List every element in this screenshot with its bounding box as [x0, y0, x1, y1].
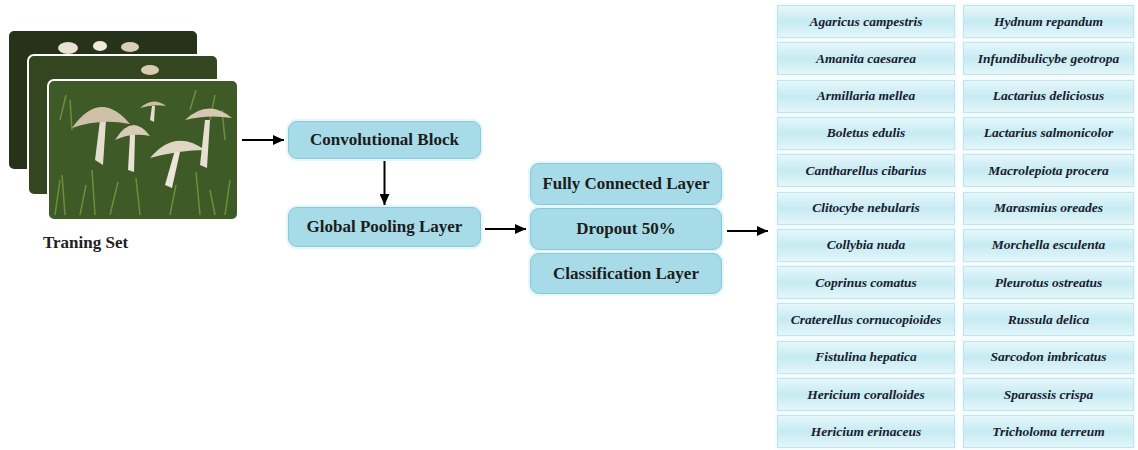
box-label: Armillaria mellea [817, 88, 916, 104]
box-label: Clitocybe nebularis [812, 200, 920, 216]
class-label-box: Collybia nuda [777, 229, 955, 262]
class-label-box: Lactarius deliciosus [963, 80, 1134, 113]
class-label-box: Coprinus comatus [777, 266, 955, 299]
class-label-box: Russula delica [963, 303, 1134, 336]
class-label-box: Hericium erinaceus [777, 415, 955, 448]
class-label-box: Pleurotus ostreatus [963, 266, 1134, 299]
flow-arrow [485, 228, 526, 230]
box-label: Collybia nuda [827, 237, 905, 253]
box-label: Dropout 50% [576, 219, 675, 239]
class-label-box: Cantharellus cibarius [777, 154, 955, 187]
box-label: Sarcodon imbricatus [991, 349, 1107, 365]
mushroom-cap [93, 41, 107, 51]
box-label: Tricholoma terreum [992, 424, 1104, 440]
class-label-box: Clitocybe nebularis [777, 192, 955, 225]
set-caption: Traning Set [43, 233, 128, 253]
class-label-box: Marasmius oreades [963, 192, 1134, 225]
class-label-box: Amanita caesarea [777, 42, 955, 75]
class-label-box: Hericium coralloides [777, 378, 955, 411]
box-label: Boletus edulis [827, 125, 905, 141]
class-label-box: Boletus edulis [777, 117, 955, 150]
output-arrow [727, 230, 768, 232]
box-label: Marasmius oreades [994, 200, 1103, 216]
box-label: Hericium coralloides [807, 387, 924, 403]
layer-box: Convolutional Block [288, 121, 481, 159]
class-label-box: Agaricus campestris [777, 5, 955, 38]
box-label: Infundibulicybe geotropa [978, 51, 1119, 67]
layer-box: Fully Connected Layer [530, 163, 722, 205]
box-label: Lactarius salmonicolor [984, 125, 1113, 141]
flow-arrow [242, 139, 284, 141]
layer-box: Dropout 50% [530, 208, 722, 250]
flow-arrow [384, 160, 386, 205]
class-label-box: Craterellus cornucopioides [777, 303, 955, 336]
layer-box: Classification Layer [530, 253, 722, 294]
photo-frame [48, 80, 238, 220]
box-label: Fully Connected Layer [542, 174, 709, 194]
box-label: Lactarius deliciosus [993, 88, 1104, 104]
box-label: Convolutional Block [310, 130, 459, 150]
mushroom-cap [141, 65, 159, 75]
class-label-box: Morchella esculenta [963, 229, 1134, 262]
box-label: Sparassis crispa [1004, 387, 1094, 403]
box-label: Hydnum repandum [994, 14, 1103, 30]
class-label-box: Hydnum repandum [963, 5, 1134, 38]
class-label-box: Lactarius salmonicolor [963, 117, 1134, 150]
mushroom-cap [58, 42, 78, 54]
class-label-box: Fistulina hepatica [777, 341, 955, 374]
mushroom-cap [121, 42, 139, 52]
box-label: Global Pooling Layer [307, 217, 463, 237]
box-label: Russula delica [1008, 312, 1089, 328]
class-label-box: Sarcodon imbricatus [963, 341, 1134, 374]
grass [55, 90, 230, 215]
box-label: Amanita caesarea [816, 51, 916, 67]
box-label: Fistulina hepatica [815, 349, 917, 365]
class-label-box: Infundibulicybe geotropa [963, 42, 1134, 75]
layer-box: Global Pooling Layer [288, 207, 481, 247]
box-label: Pleurotus ostreatus [995, 275, 1103, 291]
mushrooms [72, 101, 232, 188]
class-label-box: Macrolepiota procera [963, 154, 1134, 187]
class-label-box: Tricholoma terreum [963, 415, 1134, 448]
class-label-box: Armillaria mellea [777, 80, 955, 113]
box-label: Craterellus cornucopioides [791, 312, 941, 328]
box-label: Classification Layer [553, 264, 699, 284]
box-label: Coprinus comatus [815, 275, 917, 291]
training-set: Traning Set [8, 30, 238, 255]
box-label: Hericium erinaceus [811, 424, 922, 440]
box-label: Agaricus campestris [810, 14, 923, 30]
box-label: Macrolepiota procera [988, 163, 1108, 179]
box-label: Cantharellus cibarius [805, 163, 926, 179]
box-label: Morchella esculenta [992, 237, 1106, 253]
class-label-box: Sparassis crispa [963, 378, 1134, 411]
